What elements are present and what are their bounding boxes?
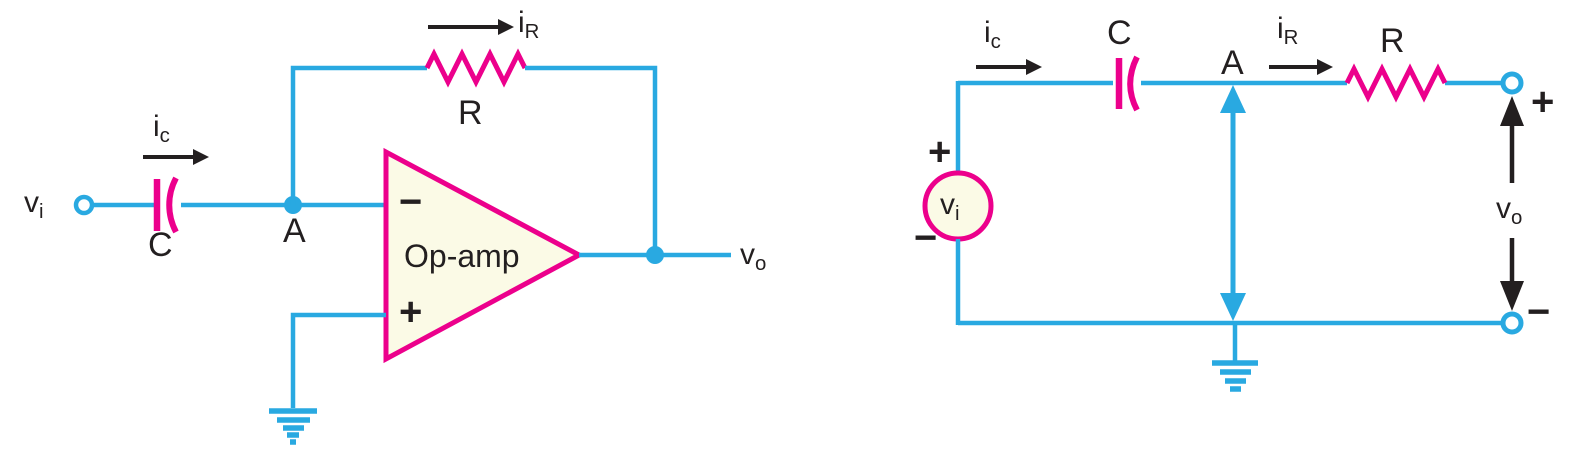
ic-arrow-left (143, 149, 209, 165)
node-a-label: A (283, 212, 306, 250)
ir-arrow-left (428, 19, 514, 35)
output-plus-sign: + (1531, 80, 1555, 124)
opamp-name-label: Op-amp (404, 238, 520, 274)
source-voltage-label: vi (940, 188, 960, 226)
output-voltage-label: vo (1496, 192, 1523, 230)
ground-symbol-right (1212, 360, 1258, 392)
inverting-input-sign: − (399, 180, 423, 224)
capacitor-current-label: ic (153, 110, 170, 148)
output-terminal-minus (1500, 311, 1524, 335)
node-a-double-arrow (1220, 85, 1246, 321)
feedback-wire-right (525, 65, 658, 253)
right-equivalent-circuit (922, 55, 1524, 392)
resistor (1344, 63, 1448, 103)
ground-symbol-left (269, 408, 317, 445)
capacitor-label: C (1107, 14, 1132, 52)
output-voltage-label: vo (740, 238, 767, 276)
capacitor-current-label: ic (984, 16, 1001, 54)
noninverting-ground-wire (290, 312, 386, 408)
capacitor-plate-right (1127, 55, 1140, 112)
feedback-resistor (424, 48, 528, 88)
output-node-dot (646, 246, 664, 264)
feedback-resistor-label: R (458, 94, 483, 132)
capacitor-label: C (148, 226, 173, 264)
left-opamp-circuit (73, 19, 731, 445)
feedback-current-label: iR (518, 6, 540, 44)
input-voltage-label: vi (24, 186, 44, 224)
feedback-wire-left (290, 65, 427, 205)
output-terminal-plus (1500, 71, 1524, 95)
ir-arrow-right (1269, 59, 1333, 75)
capacitor-plate-right (166, 176, 179, 234)
ic-arrow-right (976, 59, 1042, 75)
noninverting-input-sign: + (399, 290, 423, 334)
resistor-label: R (1380, 22, 1405, 60)
vo-double-arrow (1500, 96, 1524, 311)
resistor-current-label: iR (1277, 12, 1299, 50)
input-terminal (73, 194, 95, 216)
node-a-label: A (1221, 44, 1244, 82)
source-minus-sign: − (914, 216, 938, 260)
output-minus-sign: − (1527, 290, 1551, 334)
source-plus-sign: + (928, 130, 952, 174)
opamp-triangle (383, 147, 585, 364)
